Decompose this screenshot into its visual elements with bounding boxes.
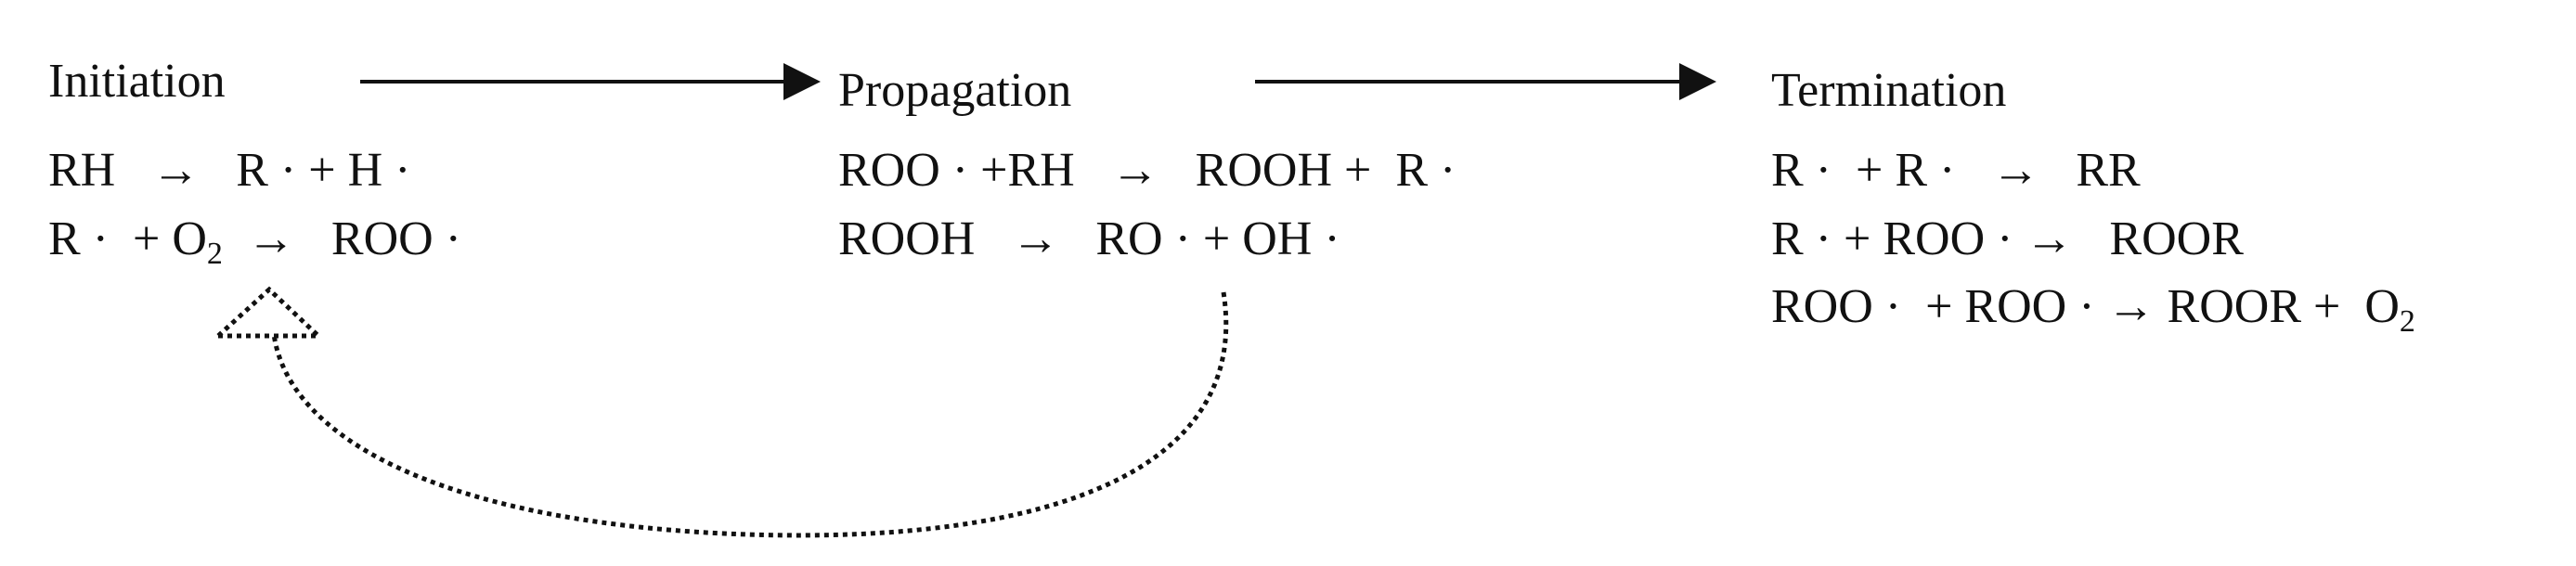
propagation-title: Propagation bbox=[838, 64, 1072, 117]
termination-equation-3: ROO · + ROO · → ROOR + O2 bbox=[1771, 280, 2415, 339]
termination-title: Termination bbox=[1771, 64, 2007, 117]
propagation-equation-2: ROOH → RO · + OH · bbox=[838, 212, 1340, 265]
initiation-equation-2: R · + O2 → ROO · bbox=[48, 212, 461, 271]
initiation-title: Initiation bbox=[48, 55, 226, 108]
propagation-equation-1: ROO · +RH → ROOH + R · bbox=[838, 144, 1456, 197]
feedback-loop-dotted-curve bbox=[271, 291, 1229, 538]
termination-equation-1: R · + R · → RR bbox=[1771, 144, 2141, 197]
initiation-equation-1: RH → R · + H · bbox=[48, 144, 411, 197]
feedback-loop-arrowhead bbox=[212, 286, 325, 339]
termination-equation-2: R · + ROO · → ROOR bbox=[1771, 212, 2244, 265]
